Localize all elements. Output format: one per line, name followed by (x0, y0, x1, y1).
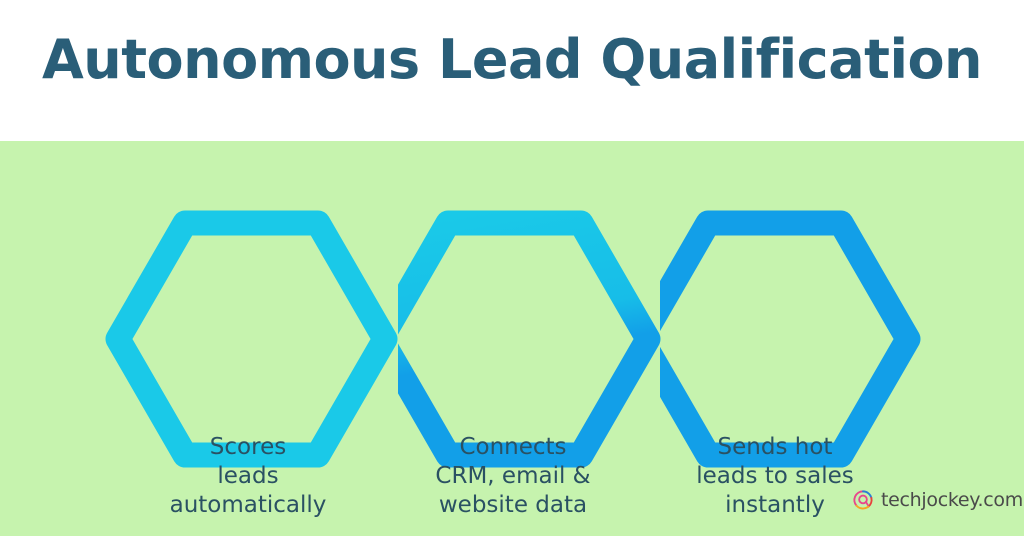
techjockey-at-swirl-icon (853, 490, 873, 510)
hexagon-step-2 (398, 210, 661, 468)
hexagon-flow-diagram: Scores leads automatically Connects CRM,… (0, 141, 1024, 536)
brand-name: techjockey.com (881, 489, 1023, 511)
brand-watermark: techjockey.com (852, 489, 1023, 511)
hexagon-step-3 (660, 210, 921, 468)
page-title: Autonomous Lead Qualification (42, 28, 983, 91)
body-band (0, 141, 1024, 536)
header-band: Autonomous Lead Qualification (0, 0, 1024, 141)
hexagon-step-1 (105, 210, 398, 468)
hexagon-flow-svg (105, 210, 921, 468)
